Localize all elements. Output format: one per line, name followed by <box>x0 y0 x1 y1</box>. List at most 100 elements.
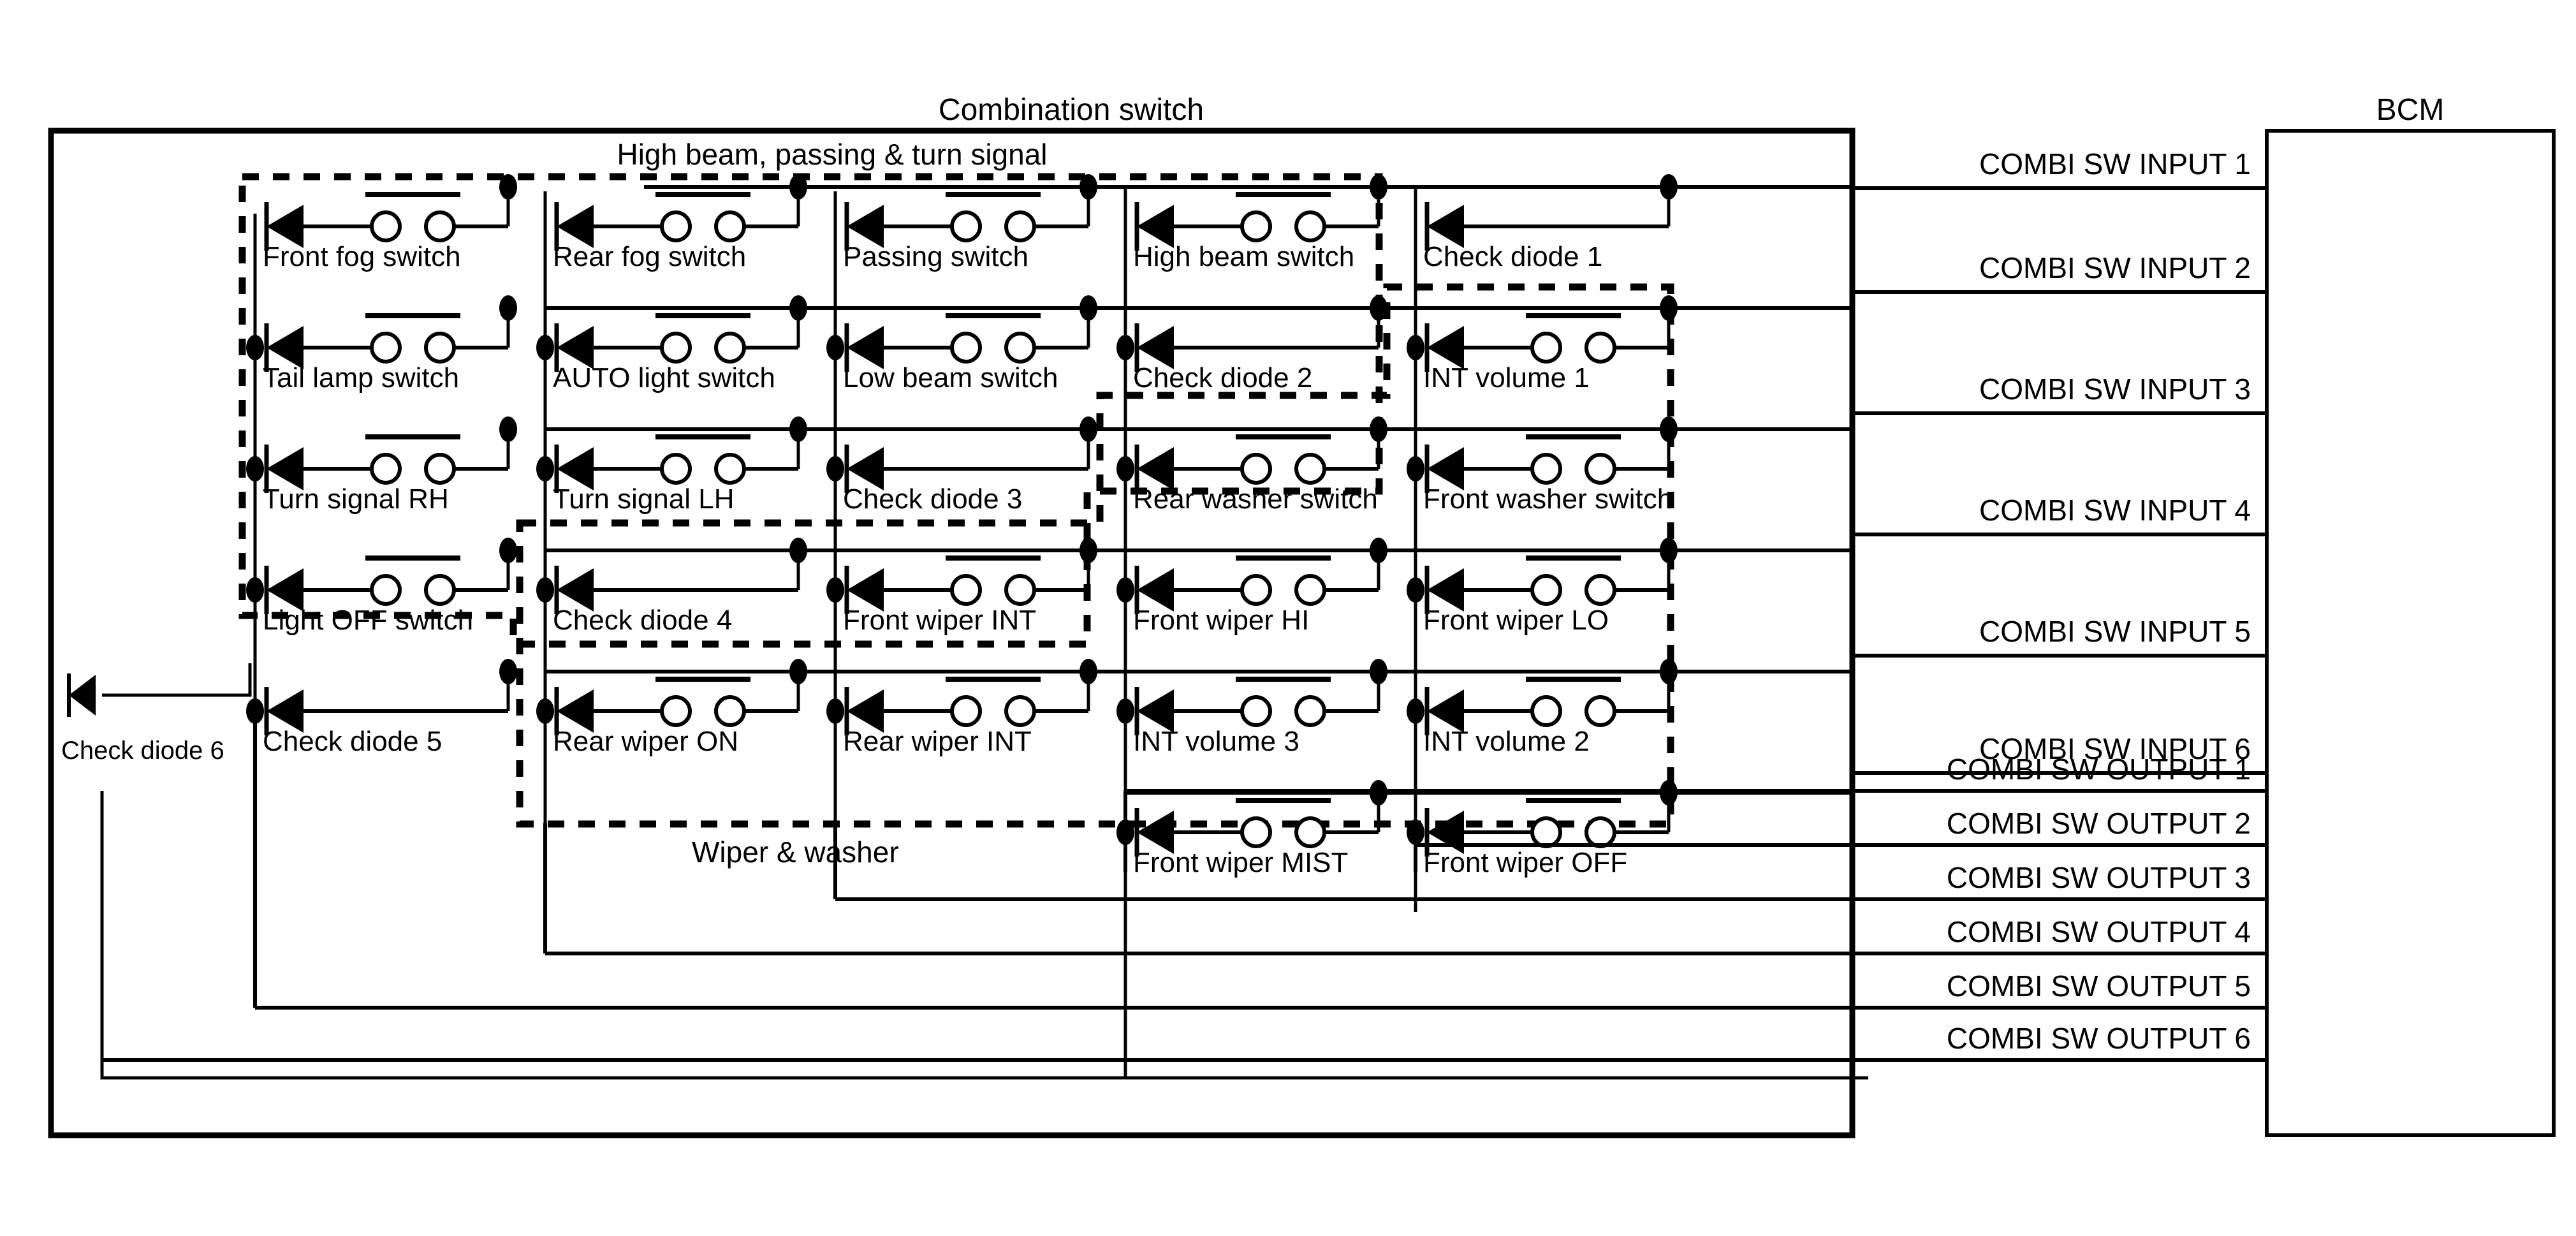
switch-contact-icon[interactable] <box>1530 332 1562 364</box>
switch-contact-icon[interactable] <box>424 453 456 485</box>
check-diode-6-feed <box>102 663 252 697</box>
switch-contact-icon[interactable] <box>1004 574 1036 606</box>
switch-contact-icon[interactable] <box>950 695 982 727</box>
switch-contact-icon[interactable] <box>424 574 456 606</box>
switch-contact-icon[interactable] <box>1240 695 1272 727</box>
switch-contact-icon[interactable] <box>370 453 402 485</box>
circuit-cell <box>536 416 807 493</box>
switch-contact-icon[interactable] <box>950 332 982 364</box>
circuit-cell <box>1116 416 1387 493</box>
switch-contact-icon[interactable] <box>424 332 456 364</box>
switch-contact-icon[interactable] <box>660 332 692 364</box>
cell-label: Front wiper INT <box>843 605 1036 636</box>
switch-grid <box>246 174 1852 1078</box>
switch-contact-icon[interactable] <box>1004 210 1036 242</box>
switch-contact-icon[interactable] <box>714 453 746 485</box>
bcm-input-label: COMBI SW INPUT 1 <box>1979 147 2251 180</box>
switch-contact-icon[interactable] <box>1294 816 1326 848</box>
switch-contact-icon[interactable] <box>1294 210 1326 242</box>
switch-contact-icon[interactable] <box>950 210 982 242</box>
check-diode-6-wire <box>100 791 1868 1080</box>
switch-contact-icon[interactable] <box>714 210 746 242</box>
circuit-cell <box>826 295 1097 372</box>
switch-contact-icon[interactable] <box>1584 695 1616 727</box>
cell-label: Check diode 2 <box>1133 362 1312 394</box>
bcm-input-label: COMBI SW INPUT 5 <box>1979 615 2251 648</box>
switch-contact-icon[interactable] <box>660 210 692 242</box>
switch-contact-icon[interactable] <box>370 332 402 364</box>
switch-contact-icon[interactable] <box>424 210 456 242</box>
switch-contact-icon[interactable] <box>660 695 692 727</box>
cell-label: Turn signal LH <box>553 483 735 515</box>
diode-icon <box>847 205 884 248</box>
junction-dot <box>1116 698 1134 724</box>
switch-contact-icon[interactable] <box>1004 332 1036 364</box>
cell-label: AUTO light switch <box>553 362 775 394</box>
bcm-input-label: COMBI SW INPUT 6 <box>1979 732 2251 765</box>
switch-contact-icon[interactable] <box>950 574 982 606</box>
bus-labels: COMBI SW INPUT 1 COMBI SW INPUT 2 COMBI SW… <box>1947 147 2251 1055</box>
switch-contact-icon[interactable] <box>660 453 692 485</box>
cell-label: Front wiper OFF <box>1423 847 1627 878</box>
dashed-group-boxes <box>238 173 1674 828</box>
switch-contact-icon[interactable] <box>1530 695 1562 727</box>
switch-contact-icon[interactable] <box>1584 816 1616 848</box>
switch-contact-icon[interactable] <box>1240 453 1272 485</box>
junction-dot <box>246 335 264 360</box>
circuit-cell <box>1116 780 1387 857</box>
switch-contact-icon[interactable] <box>714 695 746 727</box>
cell-label: Check diode 1 <box>1423 241 1602 272</box>
junction-dot <box>826 698 844 724</box>
circuit-cell <box>246 416 517 493</box>
junction-dot <box>246 456 264 482</box>
bcm-input-label: COMBI SW INPUT 2 <box>1979 251 2251 284</box>
circuit-cell <box>536 538 807 614</box>
switch-contact-icon[interactable] <box>370 210 402 242</box>
switch-contact-icon[interactable] <box>1584 332 1616 364</box>
switch-contact-icon[interactable] <box>1294 453 1326 485</box>
junction-dot <box>1116 456 1134 482</box>
cell-label: Light OFF switch <box>263 605 473 636</box>
switch-contact-icon[interactable] <box>370 574 402 606</box>
combination-switch-box <box>48 128 1855 1138</box>
cell-label: High beam switch <box>1133 241 1354 272</box>
circuit-cell <box>1407 295 1678 372</box>
junction-dot <box>826 335 844 360</box>
diode-icon <box>267 205 304 248</box>
diode-icon <box>267 447 304 490</box>
cell-label: Turn signal RH <box>263 483 449 515</box>
diode-icon <box>1427 689 1464 733</box>
circuit-cell <box>554 174 807 251</box>
cell-label: Passing switch <box>843 241 1028 272</box>
junction-dot <box>1407 820 1424 845</box>
switch-contact-icon[interactable] <box>1530 574 1562 606</box>
cell-label: Front fog switch <box>263 241 461 272</box>
switch-contact-icon[interactable] <box>1004 695 1036 727</box>
circuit-cell <box>536 659 807 735</box>
cell-labels: Front fog switch Rear fog switch Passing s… <box>263 241 1672 878</box>
junction-dot <box>536 577 554 603</box>
junction-dot <box>1407 335 1424 360</box>
circuit-cell <box>826 538 1097 614</box>
bcm-output-label: COMBI SW OUTPUT 5 <box>1947 969 2251 1003</box>
switch-contact-icon[interactable] <box>714 332 746 364</box>
cell-label: Rear washer switch <box>1133 483 1378 515</box>
bcm-output-label: COMBI SW OUTPUT 4 <box>1947 915 2251 948</box>
switch-contact-icon[interactable] <box>1530 816 1562 848</box>
switch-contact-icon[interactable] <box>1584 574 1616 606</box>
switch-contact-icon[interactable] <box>1294 695 1326 727</box>
switch-contact-icon[interactable] <box>1240 210 1272 242</box>
bcm-output-label: COMBI SW OUTPUT 2 <box>1947 807 2251 840</box>
check-diode-6-symbol <box>67 673 96 717</box>
cell-label: Front washer switch <box>1423 483 1672 515</box>
circuit-cell <box>1407 538 1678 614</box>
switch-contact-icon[interactable] <box>1240 816 1272 848</box>
switch-contact-icon[interactable] <box>1530 453 1562 485</box>
check-diode-6-label: Check diode 6 <box>61 737 224 765</box>
switch-contact-icon[interactable] <box>1294 574 1326 606</box>
switch-contact-icon[interactable] <box>1584 453 1616 485</box>
switch-contact-icon[interactable] <box>1240 574 1272 606</box>
cell-label: Rear fog switch <box>553 241 746 272</box>
junction-dot <box>1407 698 1424 724</box>
cell-label: Rear wiper ON <box>553 726 738 757</box>
